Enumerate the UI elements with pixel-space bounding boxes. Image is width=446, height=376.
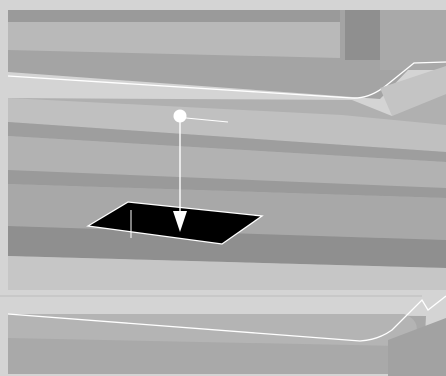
lower-edge-highlight bbox=[7, 295, 446, 342]
upper-cabinet bbox=[0, 0, 446, 116]
target-opening bbox=[86, 201, 264, 245]
bay-area bbox=[8, 94, 446, 290]
upper-edge-highlight bbox=[7, 61, 446, 99]
short-leader-line bbox=[185, 117, 229, 123]
point-marker-group bbox=[173, 109, 229, 123]
circle-marker bbox=[173, 109, 187, 123]
down-arrow bbox=[173, 117, 187, 232]
lower-panel bbox=[0, 295, 446, 376]
